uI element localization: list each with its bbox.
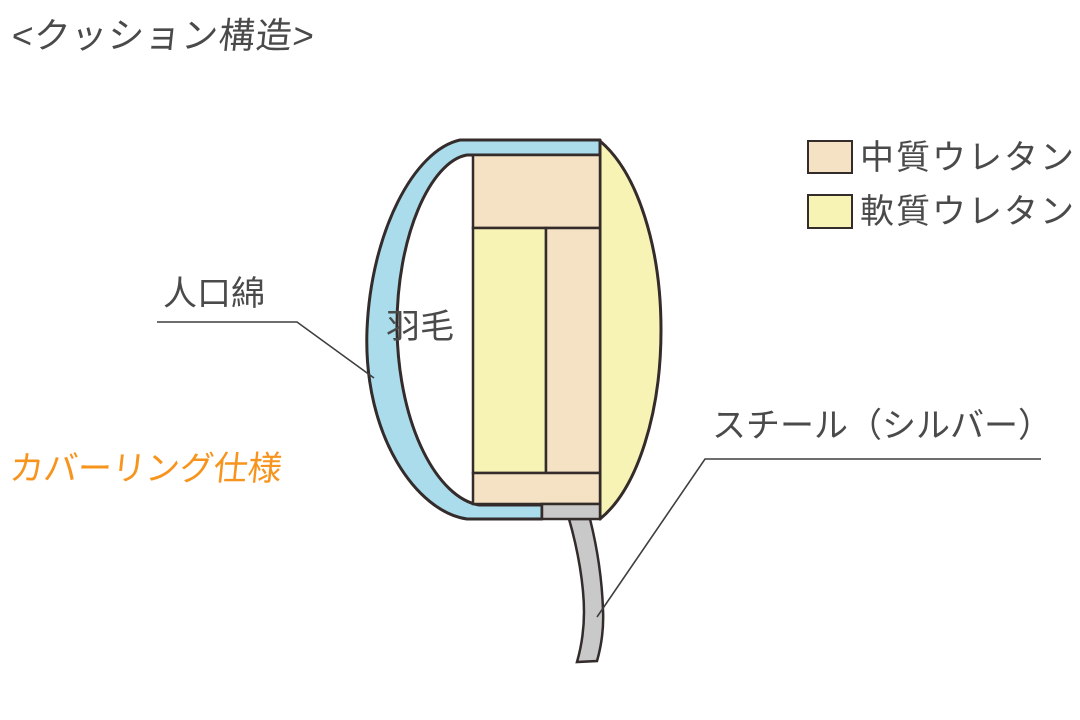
soft-urethane-crescent <box>598 139 663 521</box>
steel-silver-label: スチール（シルバー） <box>712 407 1052 445</box>
medium-urethane-top-block <box>471 153 602 230</box>
legend-swatch-medium-urethane <box>807 140 853 174</box>
cover-leader-line <box>157 321 375 379</box>
legend-swatch-soft-urethane <box>807 194 853 229</box>
soft-urethane-left-column <box>471 226 548 475</box>
page-title: <クッション構造> <box>9 15 318 56</box>
medium-urethane-right-column <box>544 226 602 475</box>
steel-leader-line <box>596 458 1041 618</box>
covering-spec-label: カバーリング仕様 <box>7 450 284 488</box>
feather-down-label: 羽毛 <box>386 308 454 346</box>
legend-label-soft-urethane: 軟質ウレタン <box>860 193 1076 231</box>
legend-label-medium-urethane: 中質ウレタン <box>860 139 1076 177</box>
steel-leg-shape <box>567 517 605 664</box>
medium-urethane-bottom-block <box>471 471 602 506</box>
artificial-cotton-label: 人口綿 <box>163 275 265 313</box>
steel-base-strip <box>540 502 602 521</box>
